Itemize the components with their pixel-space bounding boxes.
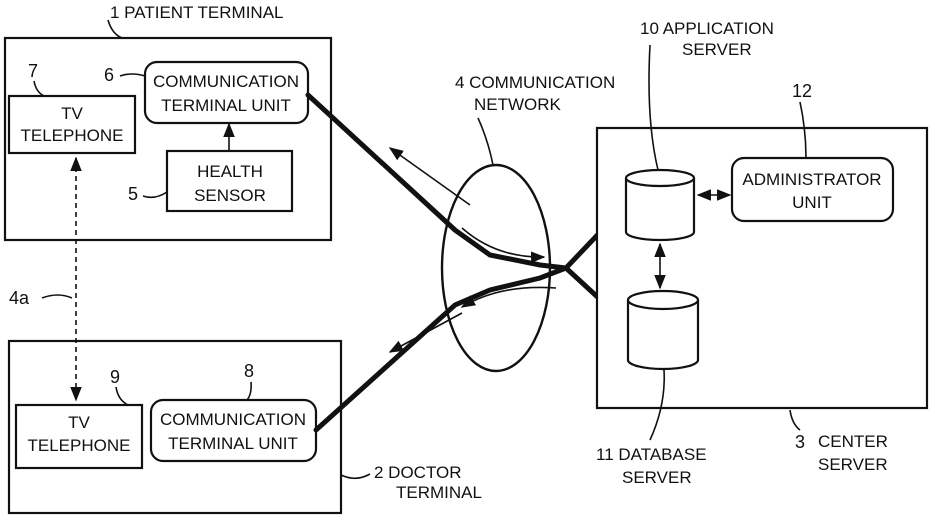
- tv-telephone-doctor-label-2: TELEPHONE: [28, 436, 131, 455]
- doctor-terminal-leader: [341, 474, 370, 478]
- doctor-terminal-label-1: 2 DOCTOR: [374, 463, 462, 482]
- center-server-label-1: CENTER: [818, 432, 888, 451]
- patient-terminal-leader: [108, 20, 122, 38]
- administrator-unit-label-2: UNIT: [792, 193, 832, 212]
- health-sensor-number: 5: [128, 184, 138, 204]
- database-server-cylinder: [628, 300, 698, 369]
- center-server-number: 3: [795, 432, 805, 452]
- comm-terminal-unit-patient-number: 6: [104, 65, 114, 85]
- health-sensor-label-2: SENSOR: [194, 186, 266, 205]
- tv-telephone-patient-number: 7: [28, 61, 38, 81]
- application-server-cylinder: [626, 178, 694, 240]
- communication-network-leader: [478, 118, 493, 165]
- communication-network-label-1: 4 COMMUNICATION: [455, 73, 615, 92]
- doctor-terminal-label-2: TERMINAL: [396, 483, 482, 502]
- comm-terminal-unit-doctor-label-1: COMMUNICATION: [160, 410, 306, 429]
- application-server-cylinder-top: [626, 170, 694, 186]
- comm-terminal-unit-doctor-label-2: TERMINAL UNIT: [168, 434, 298, 453]
- health-sensor-label-1: HEALTH: [197, 162, 263, 181]
- application-server-label-1: 10 APPLICATION: [640, 19, 774, 38]
- tv-telephone-doctor-number: 9: [110, 367, 120, 387]
- center-server-leader: [790, 410, 800, 430]
- tv-telephone-doctor-label-1: TV: [68, 413, 90, 432]
- patient-terminal-label: 1 PATIENT TERMINAL: [110, 3, 284, 22]
- tv-link-4a-leader: [42, 295, 72, 298]
- database-server-cylinder-top: [628, 291, 698, 309]
- comm-terminal-unit-patient-label-1: COMMUNICATION: [153, 72, 299, 91]
- application-server-label-2: SERVER: [682, 40, 752, 59]
- communication-network-label-2: NETWORK: [474, 95, 562, 114]
- center-server-label-2: SERVER: [818, 455, 888, 474]
- tv-link-4a-label: 4a: [9, 288, 30, 308]
- tv-telephone-patient-label-2: TELEPHONE: [21, 126, 124, 145]
- database-server-label-2: SERVER: [622, 468, 692, 487]
- tv-telephone-patient-label-1: TV: [61, 104, 83, 123]
- comm-terminal-unit-doctor-number: 8: [244, 361, 254, 381]
- flow-arrow-to-patient: [390, 148, 470, 205]
- comm-terminal-unit-patient-label-2: TERMINAL UNIT: [161, 96, 291, 115]
- administrator-unit-label-1: ADMINISTRATOR: [742, 170, 881, 189]
- database-server-label-1: 11 DATABASE: [596, 445, 707, 464]
- flow-arrow-to-doctor: [390, 313, 462, 352]
- administrator-unit-number: 12: [792, 81, 812, 101]
